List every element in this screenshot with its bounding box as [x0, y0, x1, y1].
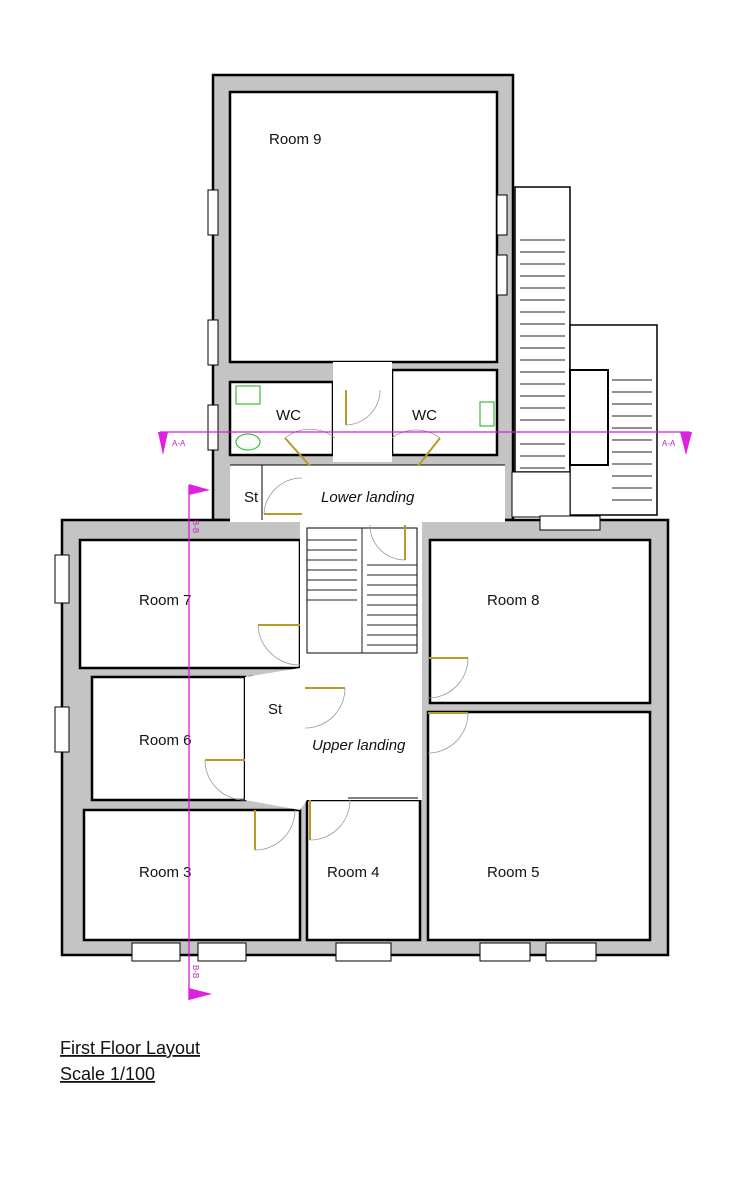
section-b-b: B-B B-B: [188, 484, 212, 1000]
internal-staircase: [306, 527, 418, 654]
section-marker-icon: [680, 432, 692, 455]
label-room-6: Room 6: [139, 732, 192, 749]
external-staircase: [511, 186, 658, 518]
section-marker-icon: [158, 432, 168, 455]
plan-scale: Scale 1/100: [60, 1064, 155, 1084]
label-room-9: Room 9: [269, 131, 322, 148]
upper-landing: [245, 518, 422, 810]
room-3: [82, 808, 302, 942]
sanitary-fixtures: [235, 385, 495, 451]
windows: [54, 189, 601, 962]
label-room-5: Room 5: [487, 864, 540, 881]
room-7: [78, 538, 302, 670]
basin-icon: [235, 385, 261, 405]
label-room-7: Room 7: [139, 592, 192, 609]
plan-title: First Floor Layout: [60, 1038, 200, 1058]
lower-landing: [230, 465, 505, 522]
label-store-lower: St: [244, 489, 259, 506]
label-room-8: Room 8: [487, 592, 540, 609]
room-4: [305, 798, 422, 942]
label-lower-landing: Lower landing: [321, 489, 415, 506]
room-6: [90, 675, 247, 802]
svg-text:A-A: A-A: [172, 439, 186, 448]
basin-icon: [479, 401, 495, 427]
label-store-upper: St: [268, 701, 283, 718]
label-wc-right: WC: [412, 407, 437, 424]
wc-right: [390, 368, 499, 457]
label-room-4: Room 4: [327, 864, 380, 881]
svg-text:B-B: B-B: [191, 965, 200, 978]
svg-text:A-A: A-A: [662, 439, 676, 448]
svg-text:B-B: B-B: [191, 520, 200, 533]
label-room-3: Room 3: [139, 864, 192, 881]
room-9: [228, 90, 499, 364]
section-marker-icon: [189, 988, 212, 1000]
doors: [204, 389, 469, 851]
toilet-icon: [235, 433, 261, 451]
corridor: [333, 362, 392, 462]
room-8: [428, 538, 652, 705]
room-5: [426, 710, 652, 942]
section-marker-icon: [189, 484, 210, 495]
label-upper-landing: Upper landing: [312, 737, 406, 754]
label-wc-left: WC: [276, 407, 301, 424]
section-a-a: A-A A-A: [158, 431, 692, 455]
